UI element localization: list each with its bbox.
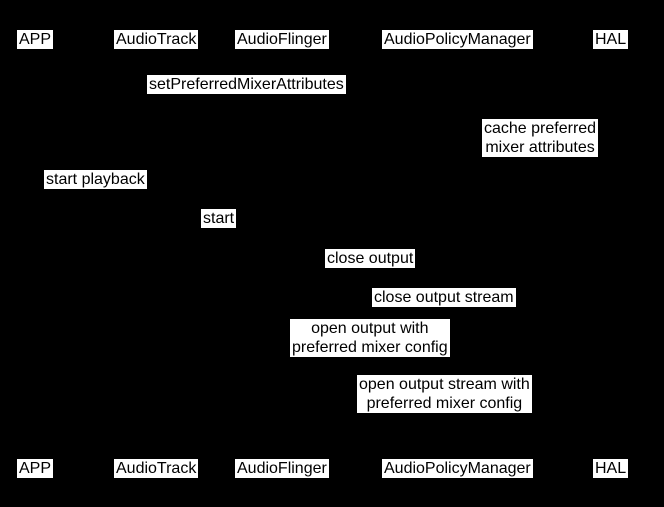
message-open-output-preferred-mixer-config: open output with preferred mixer config — [290, 319, 450, 357]
participant-hal-bottom: HAL — [593, 459, 629, 478]
participant-audiotrack-top: AudioTrack — [114, 30, 199, 49]
lifeline-app — [34, 40, 35, 469]
participant-audioflinger-bottom: AudioFlinger — [235, 459, 329, 478]
participant-app-top: APP — [17, 30, 54, 49]
participant-audiopolicymanager-bottom: AudioPolicyManager — [382, 459, 533, 478]
participant-audiopolicymanager-top: AudioPolicyManager — [382, 30, 533, 49]
message-start-playback: start playback — [44, 170, 147, 189]
participant-app-bottom: APP — [17, 459, 54, 478]
participant-hal-top: HAL — [593, 30, 629, 49]
message-close-output-stream: close output stream — [372, 288, 516, 307]
participant-audiotrack-bottom: AudioTrack — [114, 459, 199, 478]
message-cache-preferred-mixer-attributes: cache preferred mixer attributes — [482, 119, 599, 157]
lifeline-audiopolicymanager — [457, 40, 458, 469]
lifeline-hal — [609, 40, 610, 469]
message-set-preferred-mixer-attributes: setPreferredMixerAttributes — [147, 75, 346, 94]
message-start: start — [201, 209, 237, 228]
participant-audioflinger-top: AudioFlinger — [235, 30, 329, 49]
lifeline-audioflinger — [281, 40, 282, 469]
message-open-output-stream-preferred-mixer-config: open output stream with preferred mixer … — [357, 375, 532, 413]
lifeline-audiotrack — [156, 40, 157, 469]
message-close-output: close output — [325, 249, 416, 268]
